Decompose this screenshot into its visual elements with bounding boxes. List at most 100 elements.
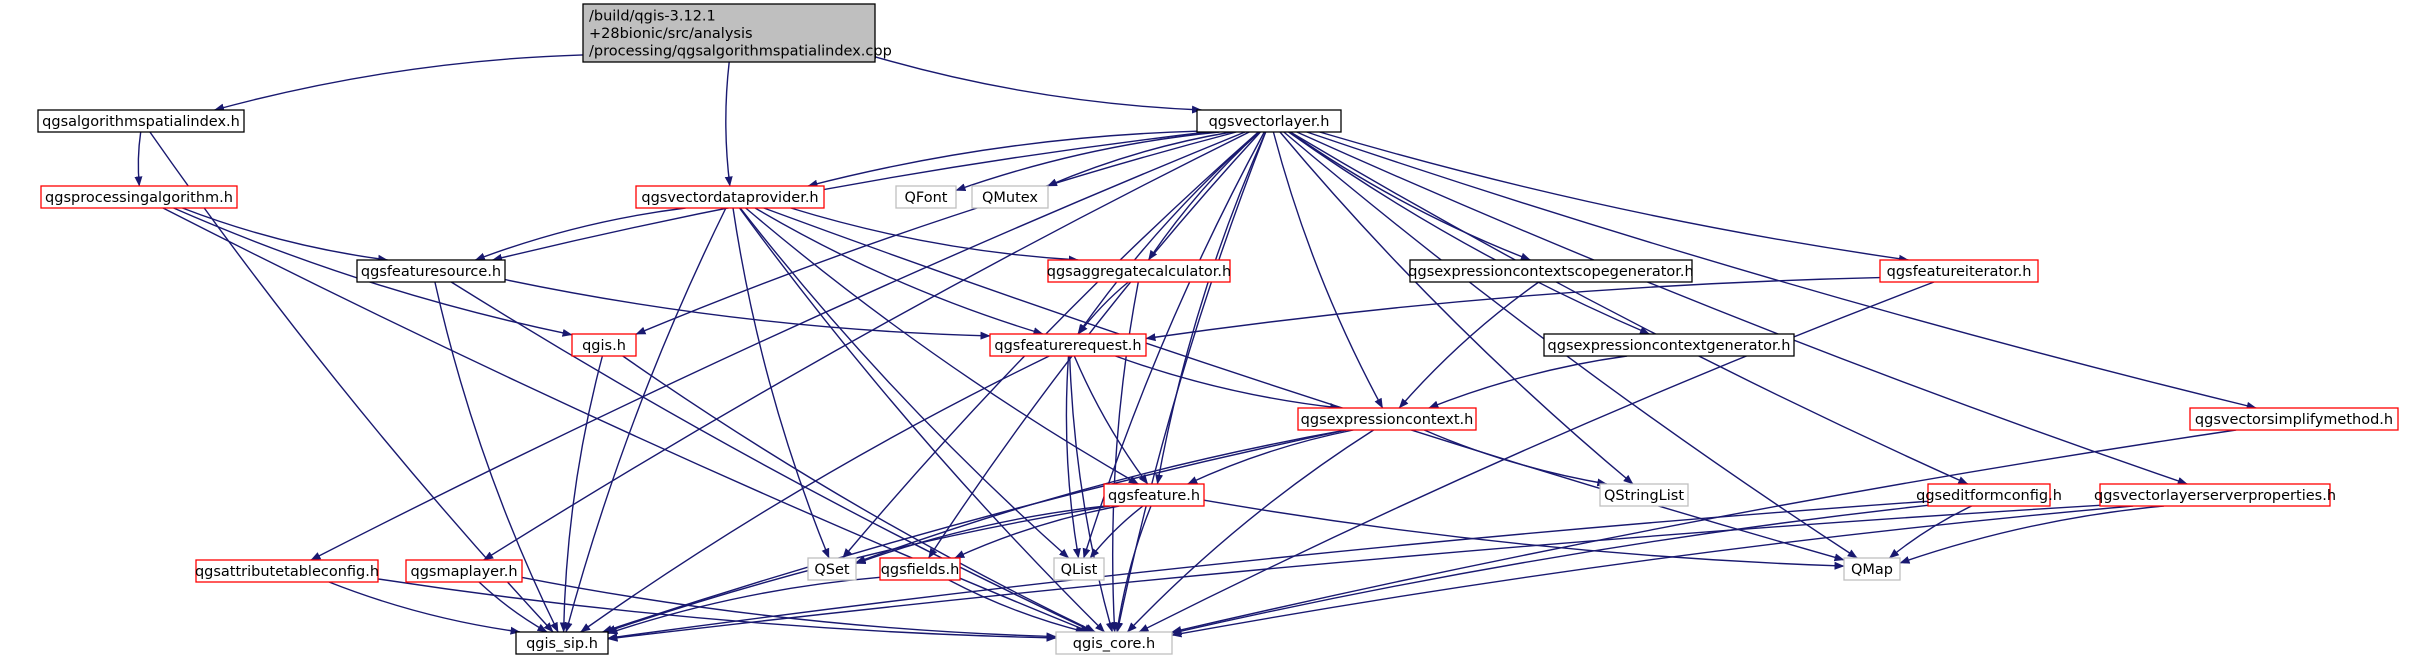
node-ecgen[interactable]: qgsexpressioncontextgenerator.h — [1543, 333, 1795, 357]
edge-feature-to-qgissip — [605, 505, 1111, 633]
node-ecsgen[interactable]: qgsexpressioncontextscopegenerator.h — [1408, 259, 1694, 283]
node-box-feature — [1103, 483, 1205, 507]
edge-feature-to-qmap — [1203, 499, 1845, 570]
node-label-fields: qgsfields.h — [881, 562, 960, 578]
node-label-expctx: qgsexpressioncontext.h — [1301, 412, 1474, 428]
edge-ecsgen-to-expctx — [1398, 281, 1540, 409]
edge-expctx-to-qgissip — [602, 429, 1347, 633]
edge-root-to-vdp — [724, 61, 733, 187]
node-fields[interactable]: qgsfields.h — [879, 557, 961, 581]
node-qmutex: QMutex — [971, 185, 1049, 209]
edge-vlayer-to-featreq — [1077, 131, 1260, 335]
node-label-vdp: qgsvectordataprovider.h — [641, 190, 818, 206]
node-label-featreq: qgsfeaturerequest.h — [994, 338, 1141, 354]
node-box-root — [582, 3, 876, 63]
node-aggcalc[interactable]: qgsaggregatecalculator.h — [1047, 259, 1231, 283]
edge-vdp-to-qset — [732, 207, 830, 559]
edge-fields-to-qgiscore — [948, 579, 1086, 634]
edge-vlayer-to-feature — [1155, 131, 1267, 485]
edge-expctx-to-qgiscore — [1126, 429, 1374, 633]
node-label-editform: qgseditformconfig.h — [1916, 488, 2062, 504]
node-label-ecgen: qgsexpressioncontextgenerator.h — [1548, 338, 1791, 354]
node-box-featreq — [989, 333, 1147, 357]
node-vsimp[interactable]: qgsvectorsimplifymethod.h — [2189, 407, 2399, 431]
node-expctx[interactable]: qgsexpressioncontext.h — [1297, 407, 1477, 431]
node-label-qmutex: QMutex — [982, 190, 1038, 206]
node-box-editform — [1927, 483, 2051, 507]
edge-vlayer-to-featiter — [1319, 131, 1909, 263]
node-label-maplayer: qgsmaplayer.h — [410, 564, 517, 580]
edge-vlayer-to-editform — [1289, 131, 1969, 485]
node-label-root-line-2: +28bionic/src/analysis — [589, 26, 753, 42]
edge-vlayer-to-ecgen — [1288, 131, 1650, 335]
node-label-vlayer: qgsvectorlayer.h — [1209, 114, 1330, 130]
node-label-feature: qgsfeature.h — [1108, 488, 1200, 504]
edge-vlayer-to-attrtab — [310, 131, 1246, 561]
edge-feature-to-qset — [855, 505, 1107, 565]
node-box-qfont — [895, 185, 957, 209]
node-qfont: QFont — [895, 185, 957, 209]
edge-vlayer-to-qgiscore — [1115, 131, 1267, 633]
node-qgissip[interactable]: qgis_sip.h — [515, 631, 609, 655]
node-vdp[interactable]: qgsvectordataprovider.h — [635, 185, 825, 209]
node-algsi[interactable]: qgsalgorithmspatialindex.h — [37, 109, 245, 133]
node-label-procalg: qgsprocessingalgorithm.h — [45, 190, 233, 206]
edge-featiter-to-qgiscore — [1138, 281, 1935, 633]
node-featiter[interactable]: qgsfeatureiterator.h — [1879, 259, 2039, 283]
node-maplayer[interactable]: qgsmaplayer.h — [405, 559, 523, 583]
edge-expctx-to-qstrlist — [1423, 429, 1608, 487]
node-feature[interactable]: qgsfeature.h — [1103, 483, 1205, 507]
node-box-vdp — [635, 185, 825, 209]
edge-attrtab-to-qgissip — [328, 581, 521, 635]
node-qgis[interactable]: qgis.h — [571, 333, 637, 357]
node-box-qmutex — [971, 185, 1049, 209]
edge-procalg-to-featsrc — [182, 207, 389, 263]
node-box-qstrlist — [1599, 483, 1689, 507]
edge-vlayer-to-maplayer — [483, 131, 1250, 561]
node-box-qgissip — [515, 631, 609, 655]
node-label-aggcalc: qgsaggregatecalculator.h — [1047, 264, 1231, 280]
node-label-featiter: qgsfeatureiterator.h — [1887, 264, 2032, 280]
node-qgiscore: qgis_core.h — [1055, 631, 1173, 655]
edge-vlayer-to-qstrlist — [1279, 131, 1634, 485]
edge-vdp-to-qlist — [739, 207, 1070, 559]
node-box-qgis — [571, 333, 637, 357]
node-procalg[interactable]: qgsprocessingalgorithm.h — [40, 185, 238, 209]
edge-vlsp-to-qgissip — [607, 504, 2101, 642]
edge-vlayer-to-aggcalc — [1147, 131, 1260, 261]
edge-vlayer-to-expctx — [1272, 131, 1384, 409]
node-qlist: QList — [1053, 557, 1105, 581]
node-vlsp[interactable]: qgsvectorlayerserverproperties.h — [2094, 483, 2336, 507]
node-label-qmap: QMap — [1851, 562, 1893, 578]
node-attrtab[interactable]: qgsattributetableconfig.h — [195, 559, 379, 583]
edge-featsrc-to-featreq — [504, 278, 991, 340]
edge-editform-to-qgiscore — [1171, 504, 1929, 635]
edge-featiter-to-featreq — [1145, 276, 1881, 342]
node-featsrc[interactable]: qgsfeaturesource.h — [356, 259, 506, 283]
node-box-qlist — [1053, 557, 1105, 581]
edge-vdp-to-qgissip — [564, 207, 727, 633]
node-box-algsi — [37, 109, 245, 133]
node-box-aggcalc — [1047, 259, 1231, 283]
edge-vlayer-to-qmutex — [1047, 131, 1232, 187]
node-box-vlayer — [1196, 109, 1342, 133]
node-featreq[interactable]: qgsfeaturerequest.h — [989, 333, 1147, 357]
edge-vlayer-to-qgis — [635, 131, 1237, 335]
edge-vdp-to-feature — [745, 207, 1139, 485]
edge-root-to-algsi — [214, 54, 584, 112]
edge-vlayer-to-qfont — [955, 131, 1220, 192]
edge-expctx-to-qset — [855, 429, 1347, 564]
node-editform[interactable]: qgseditformconfig.h — [1916, 483, 2062, 507]
node-label-qgissip: qgis_sip.h — [526, 636, 598, 652]
edge-vdp-to-qgiscore — [738, 207, 1105, 633]
edge-qgis-to-qgiscore — [622, 355, 1096, 633]
node-box-vsimp — [2189, 407, 2399, 431]
node-label-vlsp: qgsvectorlayerserverproperties.h — [2094, 488, 2336, 504]
node-vlayer[interactable]: qgsvectorlayer.h — [1196, 109, 1342, 133]
node-box-ecgen — [1543, 333, 1795, 357]
node-box-attrtab — [195, 559, 379, 583]
node-label-qfont: QFont — [905, 190, 948, 206]
node-qset: QSet — [807, 557, 857, 581]
node-box-featsrc — [356, 259, 506, 283]
